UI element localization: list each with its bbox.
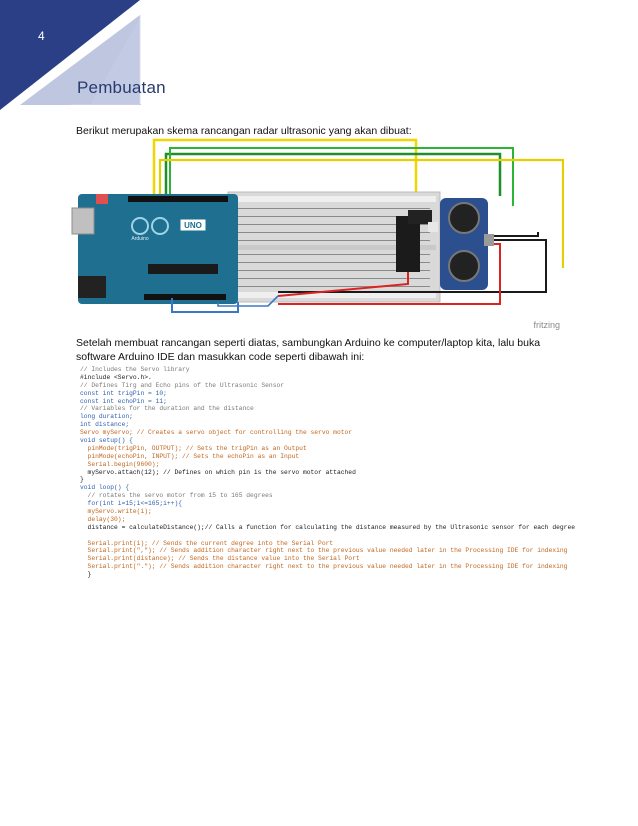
code-line: myServo.attach(12); // Defines on which … [80,468,356,476]
code-line: distance = calculateDistance();// Calls … [80,523,576,531]
code-line: Serial.print("."); // Sends addition cha… [80,563,568,571]
code-line: int distance; [80,421,130,429]
code-line: long duration; [80,413,133,421]
code-line: // rotates the servo motor from 15 to 16… [80,492,273,500]
code-line: Serial.print(","); // Sends addition cha… [80,547,568,555]
code-line: #include <Servo.h>. [80,373,152,381]
code-line: myServo.write(i); [80,508,152,516]
code-line: delay(30); [80,515,126,523]
code-line: const int trigPin = 10; [80,389,167,397]
code-line: } [80,476,84,484]
code-line: // Includes the Servo library [80,366,190,373]
corner-decoration [0,0,141,110]
code-line: Serial.print(i); // Sends the current de… [80,539,334,547]
code-line: pinMode(trigPin, OUTPUT); // Sets the tr… [80,444,307,452]
code-line: for(int i=15;i<=165;i++){ [80,500,183,508]
section-title: Pembuatan [77,78,166,97]
code-line [80,532,570,540]
code-line: const int echoPin = 11; [80,397,167,405]
code-block: // Includes the Servo library#include <S… [80,366,576,579]
code-line: Serial.print(distance); // Sends the dis… [80,555,360,563]
circuit-diagram: UNO Arduino fritzing [68,136,564,332]
board-brand: Arduino [131,236,148,242]
fritzing-watermark: fritzing [533,320,560,330]
title-underline [71,104,141,105]
code-line: Servo myServo; // Creates a servo object… [80,429,353,437]
board-label: UNO [184,221,202,230]
instruction-paragraph: Setelah membuat rancangan seperti diatas… [76,337,541,363]
code-line: Serial.begin(9600); [80,460,160,468]
intro-paragraph: Berikut merupakan skema rancangan radar … [76,125,412,137]
code-line: pinMode(echoPin, INPUT); // Sets the ech… [80,452,300,460]
code-line: // Defines Tirg and Echo pins of the Ult… [80,381,285,389]
code-line: } [80,571,92,579]
code-line: void loop() { [80,484,130,492]
code-line: // Variables for the duration and the di… [80,405,254,413]
code-line: void setup() { [80,437,133,445]
page-number: 4 [38,29,45,43]
